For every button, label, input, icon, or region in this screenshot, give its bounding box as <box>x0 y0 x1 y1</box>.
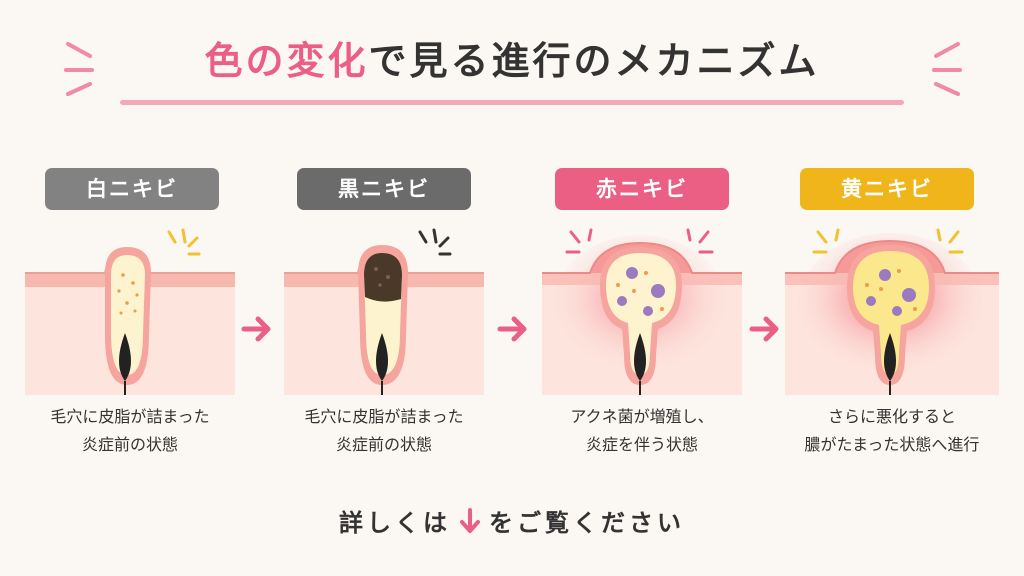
description-line: 炎症前の状態 <box>335 435 432 454</box>
page-title: 色の変化で見る進行のメカニズム <box>0 30 1024 85</box>
stage-description-black: 毛穴に皮脂が詰まった 炎症前の状態 <box>269 403 499 459</box>
pore-illustration-white <box>25 247 235 395</box>
right-arrow-icon <box>241 316 271 342</box>
pore-illustration-black <box>284 245 484 395</box>
description-line: 毛穴に皮脂が詰まった <box>50 407 210 426</box>
stage-label-red: 赤ニキビ <box>555 168 729 210</box>
description-line: さらに悪化すると <box>827 407 956 426</box>
pore-illustration-yellow <box>785 233 999 395</box>
stage-description-white: 毛穴に皮脂が詰まった 炎症前の状態 <box>15 403 245 459</box>
sparkle-black-icon <box>418 228 452 256</box>
pore-illustration-red <box>542 235 742 395</box>
sparkle-red-right-icon <box>686 228 714 254</box>
description-line: 膿がたまった状態へ進行 <box>804 435 980 454</box>
down-arrow-icon <box>459 507 481 541</box>
description-line: アクネ菌が増殖し、 <box>570 407 714 426</box>
sparkle-white-icon <box>167 228 201 256</box>
sparkle-yellow-right-icon <box>936 228 964 254</box>
title-sparkle-left-icon <box>64 42 94 96</box>
footer-cta: 詳しくは をご覧ください <box>0 503 1024 541</box>
description-line: 毛穴に皮脂が詰まった <box>304 407 464 426</box>
sparkle-yellow-left-icon <box>812 228 840 254</box>
description-line: 炎症を伴う状態 <box>585 435 698 454</box>
stage-label-white: 白ニキビ <box>45 168 219 210</box>
footer-text-before: 詳しくは <box>339 509 451 537</box>
stage-description-red: アクネ菌が増殖し、 炎症を伴う状態 <box>527 403 757 459</box>
right-arrow-icon <box>749 316 779 342</box>
title-sparkle-right-icon <box>932 42 962 96</box>
stage-description-yellow: さらに悪化すると 膿がたまった状態へ進行 <box>777 403 1007 459</box>
footer-text-after: をご覧ください <box>489 509 685 537</box>
title-underline <box>120 100 904 105</box>
title-highlight: 色の変化 <box>204 39 369 83</box>
title-rest: で見る進行のメカニズム <box>368 39 820 83</box>
sparkle-red-left-icon <box>565 228 593 254</box>
description-line: 炎症前の状態 <box>81 435 178 454</box>
right-arrow-icon <box>497 316 527 342</box>
stage-label-yellow: 黄ニキビ <box>800 168 974 210</box>
stage-label-black: 黒ニキビ <box>297 168 471 210</box>
